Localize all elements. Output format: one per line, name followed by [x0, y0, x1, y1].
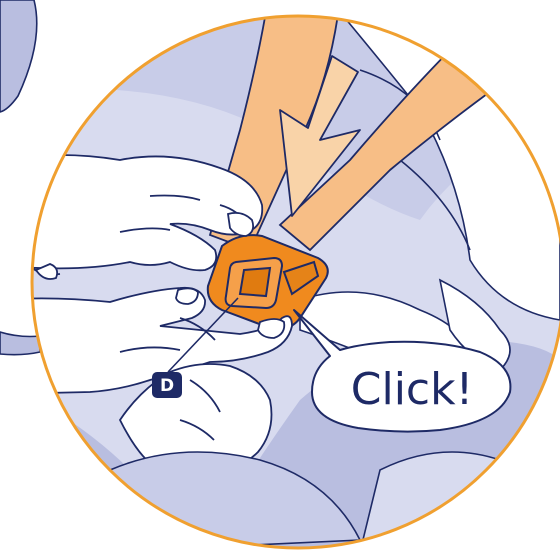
callout-letter: D [160, 376, 174, 396]
speech-text: Click! [351, 364, 473, 415]
callout-badge-d: D [152, 372, 182, 398]
